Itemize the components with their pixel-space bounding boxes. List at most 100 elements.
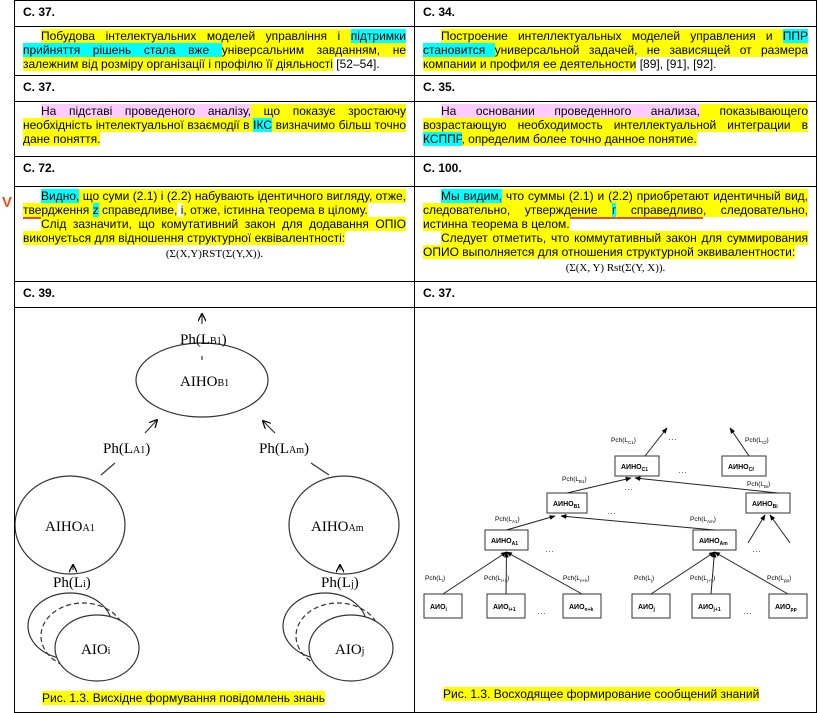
label-pch: Pch(LCf): [745, 437, 769, 445]
label-ph-li: Ph(Li): [53, 575, 91, 591]
box-pp: [768, 593, 808, 619]
paragraph: Слід зазначити, що комутативний закон дл…: [23, 217, 406, 245]
ellipsis-text: …: [607, 506, 616, 516]
label-ph-lb1: Ph(LB1): [180, 332, 227, 348]
right-figure-caption: Рис. 1.3. Восходящее формирование сообще…: [443, 687, 760, 701]
highlighted-text: , определим более точно данное понятие.: [461, 132, 697, 146]
highlighted-text: твердження: [23, 203, 93, 217]
box-label: АИНОA1: [491, 538, 518, 547]
arrow: [713, 551, 789, 595]
highlighted-text: утверждение: [524, 203, 612, 217]
paragraph: Построение интеллектуальных моделей упра…: [423, 29, 808, 71]
arrow-a1: [144, 420, 157, 434]
highlighted-text: Побудова інтелектуальних моделей управлі…: [41, 29, 351, 43]
label-pch: Pch(Lpp): [767, 575, 791, 583]
box-label: АИОj+1: [698, 604, 721, 613]
leaf-i-ellipse: [54, 614, 140, 682]
paragraph: Мы видим, что суммы (2.1) и (2.2) приобр…: [423, 189, 808, 231]
connector: [100, 462, 116, 476]
label-pch: Pch(Lj): [634, 575, 654, 583]
box-label: АИНОAm: [699, 538, 728, 547]
highlighted-text: г: [611, 203, 617, 217]
box-j: [631, 593, 671, 619]
page-ref-left: С. 39.: [14, 281, 415, 308]
left-text-cell: Побудова інтелектуальних моделей управлі…: [14, 26, 415, 76]
leaf-aio-j: AIOj: [335, 642, 364, 658]
text-segment: [52–54].: [332, 57, 380, 71]
right-formula: (Σ(X, Y) Rst(Σ(Y, X)).: [565, 262, 666, 274]
label-pch: Pch(LB1): [562, 476, 587, 484]
label-pch: Pch(Li+1): [484, 575, 509, 583]
arrow: [747, 514, 766, 544]
arrow: [505, 551, 583, 595]
ellipsis-text: …: [678, 465, 687, 475]
right-paragraphs: Мы видим, что суммы (2.1) и (2.2) приобр…: [423, 189, 808, 259]
right-text-cell: Построение интеллектуальных моделей упра…: [414, 26, 817, 76]
table-row-header: С. 37. С. 35.: [14, 75, 817, 102]
connector: [310, 462, 330, 476]
box-bi: [745, 492, 791, 514]
label-pch: Pch(LAm): [690, 516, 716, 524]
paragraph: Следует отметить, что коммутативный зако…: [423, 231, 808, 259]
box-label: АИОpp: [775, 604, 797, 613]
highlighted-text: z: [92, 203, 99, 217]
ellipsis-text: …: [668, 432, 677, 442]
label-ph-lam: Ph(LAm): [259, 441, 309, 457]
table-row-header: С. 72. С. 100.: [14, 156, 817, 187]
left-diagram-cell: Ph(LB1) AIHOB1 Ph(LA1) Ph(LAm) AIHOA1 AI…: [14, 307, 415, 713]
box-label: АИОn+k: [569, 604, 594, 613]
label-pch: Pch(LBi): [747, 481, 770, 489]
paragraph: На основании проведенного анализа, показ…: [423, 104, 808, 146]
box-label: АИНОCf: [728, 464, 754, 473]
highlighted-text: Мы видим,: [441, 189, 502, 203]
ellipsis-text: …: [537, 606, 546, 616]
arrow: [650, 551, 716, 595]
box-c1: [614, 455, 660, 477]
highlighted-text: Следует отметить, что коммутативный зако…: [423, 231, 808, 259]
page-ref-left: С. 37.: [14, 75, 415, 102]
highlighted-text: Видно,: [41, 189, 80, 203]
page-ref-right: С. 100.: [414, 156, 817, 187]
leaf-aio-i: AIOi: [81, 642, 111, 658]
margin-check-mark: V: [2, 194, 13, 211]
box-label: АИОi: [430, 604, 448, 613]
table-row: Побудова інтелектуальних моделей управлі…: [14, 26, 817, 76]
label-pch: Pch(LC1): [611, 437, 636, 445]
label-ph-la1: Ph(LA1): [103, 441, 150, 457]
highlighted-text: що суми (2.1) і (2.2) набувають ідентичн…: [79, 189, 406, 203]
paragraph: На підставі проведеного аналізу, що пока…: [23, 104, 406, 146]
ellipsis-text: …: [545, 544, 554, 554]
arrow: [560, 514, 715, 531]
table-row-header: С. 37. С. 34.: [14, 0, 817, 27]
page-ref-left: С. 37.: [14, 0, 415, 27]
node-aiho-b1: AIHOB1: [180, 374, 229, 390]
text-segment: [89], [91], [92].: [636, 57, 717, 71]
box-iplus1: [486, 593, 526, 619]
node-a1-ellipse: [15, 475, 126, 575]
paragraph: Видно, що суми (2.1) і (2.2) набувають і…: [23, 189, 406, 217]
label-ph-lj: Ph(Lj): [321, 575, 359, 591]
arrow: [710, 551, 717, 595]
ellipsis-text: …: [743, 606, 752, 616]
left-formula: (Σ(X,Y)RST(Σ(Y,X)).: [165, 248, 264, 260]
comparison-table: С. 37. С. 34. Побудова інтелектуальних м…: [14, 0, 817, 713]
label-pch: Pch(Lj+1): [690, 575, 715, 583]
label-pch: Pch(LA1): [495, 516, 520, 524]
highlighted-text: Слід зазначити, що комутативний закон дл…: [23, 217, 406, 245]
node-am-ellipse: [288, 475, 400, 575]
highlighted-text: КСППР: [423, 132, 462, 146]
arrow: [729, 427, 750, 457]
leaf-j-ellipse: [308, 614, 394, 682]
right-text-cell: На основании проведенного анализа, показ…: [414, 101, 817, 157]
paragraph: Побудова інтелектуальних моделей управлі…: [23, 29, 406, 71]
box-label: АИОi+1: [493, 604, 516, 613]
arrow: [566, 476, 632, 494]
table-row-header: С. 39. С. 37.: [14, 281, 817, 308]
arrow-am: [263, 421, 276, 434]
left-text-cell: Видно, що суми (2.1) і (2.2) набувають і…: [14, 186, 415, 282]
box-label: АИНОC1: [621, 464, 648, 473]
box-cf: [721, 455, 767, 477]
page-ref-left: С. 72.: [14, 156, 415, 187]
